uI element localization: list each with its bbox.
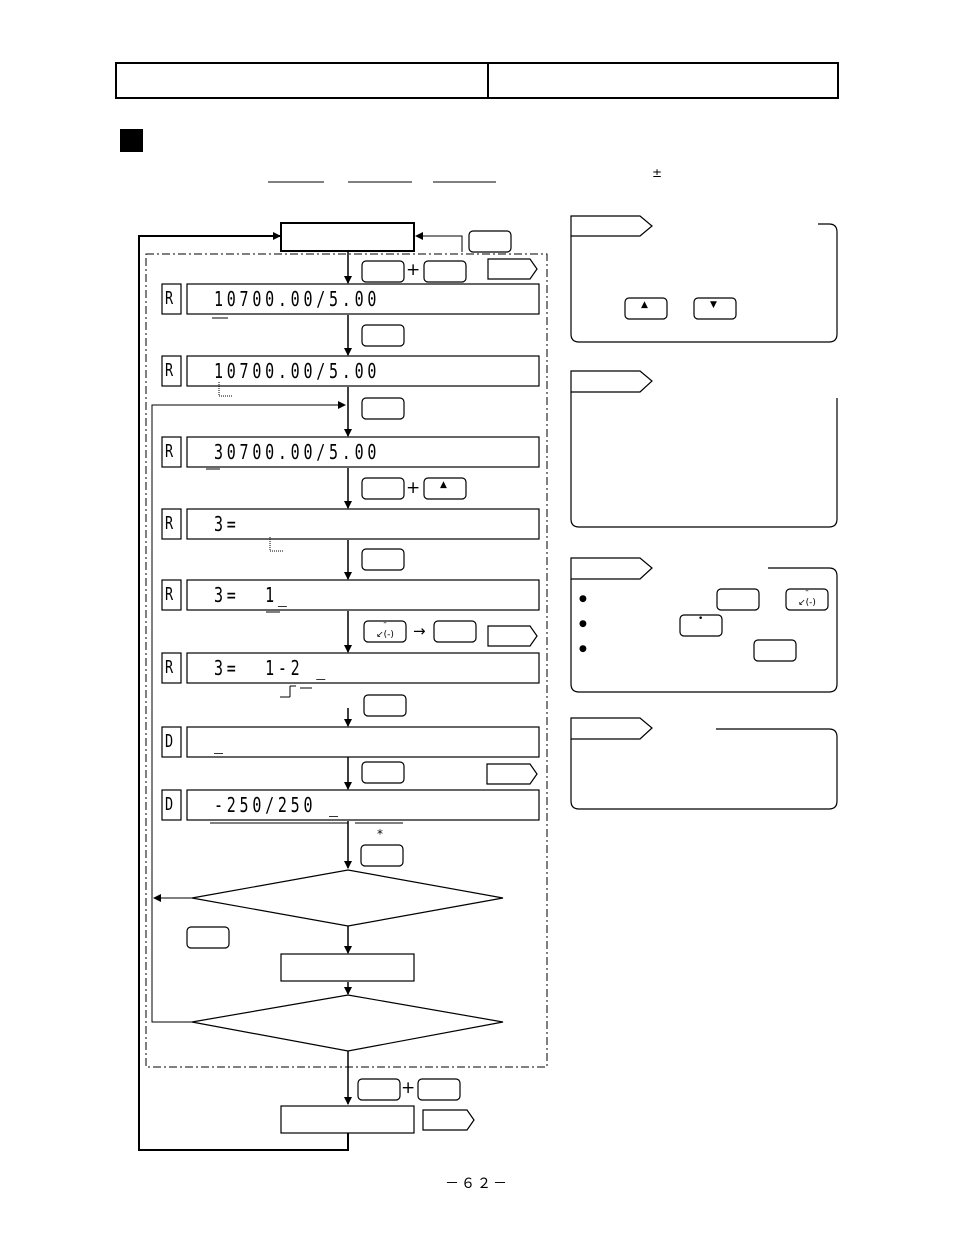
display-prefix-box <box>161 355 182 387</box>
decision-1 <box>191 869 504 927</box>
plus-sign-1: + <box>406 260 421 280</box>
key-1a[interactable] <box>361 260 405 283</box>
display-readout: -250/250 _ <box>214 793 342 817</box>
note3-key-c[interactable] <box>753 639 797 662</box>
plus-sign-3: + <box>401 1078 416 1098</box>
note-boxes <box>570 215 838 810</box>
down-key-note-icon: ▼ <box>710 300 717 310</box>
display-row-box <box>186 789 540 821</box>
display-row-box <box>186 436 540 468</box>
note3-bullet-1: ● <box>579 594 587 604</box>
up-key-note[interactable] <box>624 297 668 320</box>
key-4b-up[interactable] <box>423 477 467 500</box>
note-keys <box>624 297 829 662</box>
key-4a[interactable] <box>361 477 405 500</box>
display-prefix-box <box>161 652 182 684</box>
display-prefix: R <box>165 288 177 309</box>
display-row-box <box>186 652 540 684</box>
display-readout: 3= 1_ <box>214 583 291 607</box>
end-box <box>280 1105 415 1134</box>
cursor-marks <box>206 317 403 824</box>
start-box <box>280 222 415 252</box>
display-readout: 3= <box>214 512 266 536</box>
key-6a-sign[interactable] <box>363 620 407 643</box>
note3-key-a[interactable] <box>716 588 760 611</box>
display-readout: _ <box>214 730 227 754</box>
display-prefix: R <box>165 360 177 381</box>
sign-key-icon: ¯↙(-) <box>376 622 394 640</box>
return-loop-line <box>138 232 349 1151</box>
display-prefix: R <box>165 441 177 462</box>
note3-key-sign[interactable] <box>785 588 829 611</box>
display-prefix-box <box>161 508 182 540</box>
display-row-box <box>186 579 540 611</box>
header-cell-right <box>487 62 839 99</box>
asterisk-mark: * <box>377 827 383 841</box>
key-7[interactable] <box>363 694 407 717</box>
display-prefix: R <box>165 584 177 605</box>
step-box <box>280 953 415 982</box>
page-number: －６２－ <box>445 1176 509 1192</box>
key-end-a[interactable] <box>357 1078 401 1101</box>
decision-2 <box>191 994 504 1052</box>
key-1b[interactable] <box>423 260 467 283</box>
key-top-right[interactable] <box>468 230 512 253</box>
key-side[interactable] <box>186 926 230 949</box>
display-row-box <box>186 283 540 315</box>
plus-sign-2: + <box>406 478 421 498</box>
key-3[interactable] <box>361 397 405 420</box>
note3-bullet-3: ● <box>579 644 587 654</box>
display-prefix-box <box>161 726 182 758</box>
key-end-b[interactable] <box>417 1078 461 1101</box>
display-rows <box>161 283 540 821</box>
display-prefix: R <box>165 657 177 678</box>
display-prefix: D <box>165 731 177 752</box>
display-prefix: D <box>165 794 177 815</box>
key-group <box>186 260 477 1101</box>
display-row-box <box>186 355 540 387</box>
repeat-region-border <box>145 253 548 1068</box>
arrow-right: → <box>413 622 426 640</box>
display-prefix-box <box>161 436 182 468</box>
key-8[interactable] <box>361 761 405 784</box>
up-key-note-icon: ▲ <box>641 300 648 310</box>
loop-line-inner <box>151 401 346 1023</box>
key-6b[interactable] <box>433 620 477 643</box>
note3-bullet-2: ● <box>579 619 587 629</box>
note-sign-key-icon: ¯↙(-) <box>798 590 816 608</box>
display-prefix-box <box>161 283 182 315</box>
plus-minus-symbol: ± <box>652 166 663 180</box>
key-9[interactable] <box>360 844 404 867</box>
display-readout: 10700.00/5.00 <box>214 287 381 311</box>
display-row-box <box>186 508 540 540</box>
up-key-icon: ▲ <box>440 480 447 490</box>
section-marker-icon <box>120 129 143 152</box>
reference-tags <box>422 258 538 1131</box>
dot-key-icon: • <box>698 614 704 624</box>
down-key-note[interactable] <box>693 297 737 320</box>
display-readout: 30700.00/5.00 <box>214 440 381 464</box>
note3-key-dot[interactable] <box>679 614 723 637</box>
display-row-box <box>186 726 540 758</box>
display-prefix-box <box>161 579 182 611</box>
display-readout: 3= 1-2 _ <box>214 656 330 680</box>
display-prefix: R <box>165 513 177 534</box>
key-2[interactable] <box>361 324 405 347</box>
key-5[interactable] <box>361 548 405 571</box>
display-readout: 10700.00/5.00 <box>214 359 381 383</box>
display-prefix-box <box>161 789 182 821</box>
